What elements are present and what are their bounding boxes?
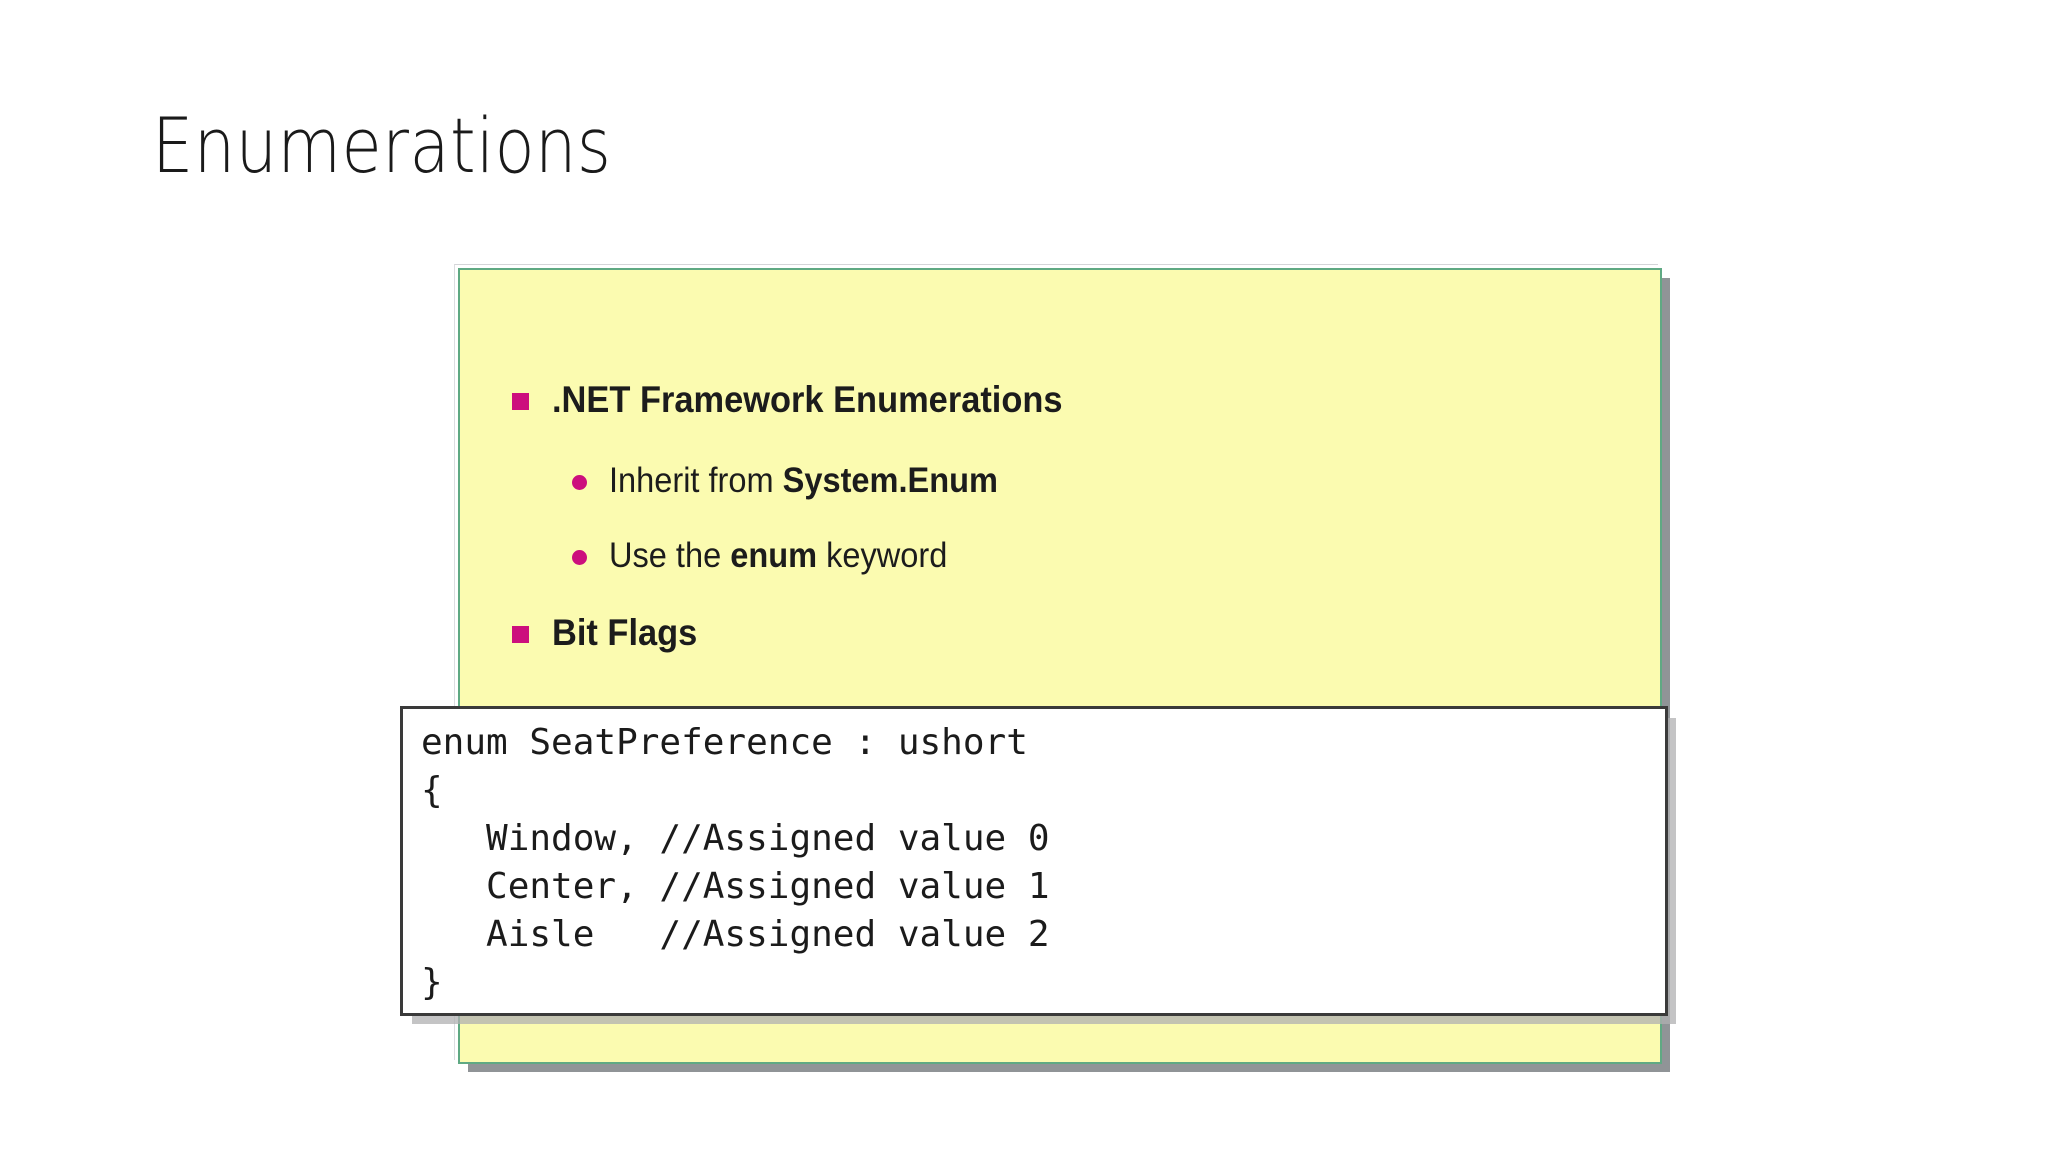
bullet-label-inherit-from-system-enum: Inherit from System.Enum — [609, 461, 998, 501]
code-snippet-text: enum SeatPreference : ushort { Window, /… — [421, 722, 1050, 1003]
square-bullet-marker — [512, 625, 529, 643]
bullet-label-use-the-enum-keyword: Use the enum keyword — [609, 536, 948, 576]
square-bullet-marker — [512, 393, 529, 410]
bullet-label-bit-flags: Bit Flags — [552, 611, 698, 653]
code-snippet-box: enum SeatPreference : ushort { Window, /… — [400, 706, 1668, 1016]
list-item: Bit Flags — [512, 609, 1640, 656]
list-item: Use the enum keyword — [572, 534, 1640, 579]
round-bullet-marker — [572, 475, 587, 491]
list-item: .NET Framework Enumerations — [512, 376, 1640, 423]
bullet-label-dotnet-framework-enumerations: .NET Framework Enumerations — [552, 379, 1063, 420]
bullet-list: .NET Framework Enumerations Inherit from… — [512, 376, 1640, 692]
list-item: Inherit from System.Enum — [572, 459, 1640, 504]
page-title: Enumerations — [152, 101, 612, 190]
round-bullet-marker — [572, 550, 587, 566]
